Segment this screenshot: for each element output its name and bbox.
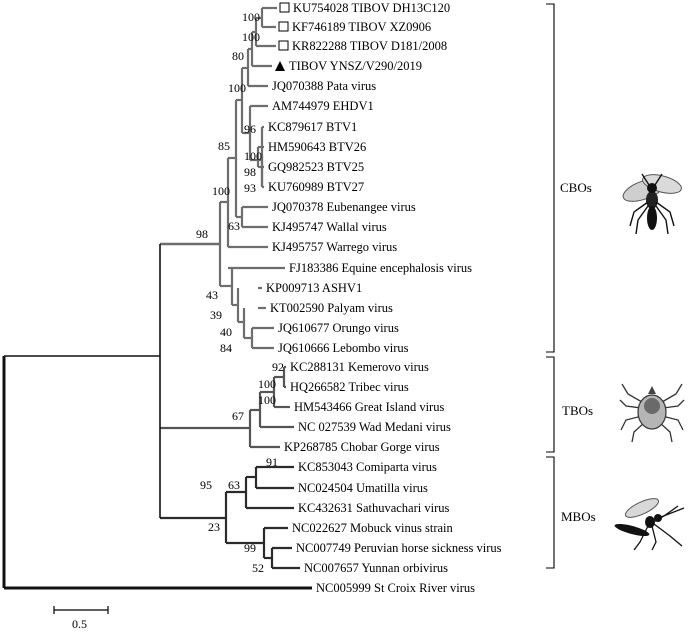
taxon-label: KC432631 Sathuvachari virus [298,501,450,515]
taxon-label: TIBOV YNSZ/V290/2019 [289,59,422,73]
midge-icon [622,173,682,235]
mbo-bracket [546,456,555,569]
bootstrap-value: 98 [244,165,256,179]
cbo-group-label: CBOs [560,180,592,195]
bootstrap-value: 95 [200,478,212,492]
taxon-label: HQ266582 Tribec virus [290,380,409,394]
bootstrap-value: 100 [258,393,276,407]
bootstrap-value: 100 [244,149,262,163]
taxon-label: JQ610677 Orungo virus [278,321,399,335]
bootstrap-value: 96 [244,122,256,136]
bootstrap-value: 84 [220,341,232,355]
taxon-label: KU754028 TIBOV DH13C120 [293,1,450,15]
taxon-label: NC 027539 Wad Medani virus [298,420,451,434]
bootstrap-value: 85 [218,139,230,153]
tick-icon [619,383,685,443]
taxon-label: JQ070388 Pata virus [272,79,376,93]
taxon-label: AM744979 EHDV1 [272,99,374,113]
mosquito-icon [614,498,685,551]
bootstrap-value: 92 [272,360,284,374]
bootstrap-value: 67 [232,409,244,423]
bootstrap-value: 100 [242,30,260,44]
taxon-label: NC005999 St Croix River virus [316,581,475,595]
taxon-label: NC024504 Umatilla virus [298,481,428,495]
taxon-label: KC879617 BTV1 [268,120,357,134]
taxon-label: KC853043 Comiparta virus [298,460,437,474]
bootstrap-value: 39 [210,308,222,322]
taxon-label: KJ495747 Wallal virus [272,220,387,234]
taxon-label: KF746189 TIBOV XZ0906 [292,20,431,34]
taxon-label: KR822288 TIBOV D181/2008 [292,39,447,53]
bootstrap-value: 52 [252,561,264,575]
bootstrap-value: 91 [266,455,278,469]
taxon-label: GQ982523 BTV25 [268,160,364,174]
cbo-bracket [546,3,555,353]
taxon-label: FJ183386 Equine encephalosis virus [289,261,472,275]
taxon-label: HM543466 Great Island virus [294,400,444,414]
bootstrap-value: 100 [228,81,246,95]
tbo-bracket [546,356,555,453]
taxon-label: JQ610666 Lebombo virus [278,341,409,355]
bootstrap-value: 98 [196,227,208,241]
taxon-label: KT002590 Palyam virus [270,301,393,315]
bootstrap-value: 99 [244,541,256,555]
bootstrap-value: 63 [228,219,240,233]
taxon-label: KJ495757 Warrego virus [272,240,397,254]
taxon-label: KP268785 Chobar Gorge virus [284,440,440,454]
mbo-group-label: MBOs [561,509,596,524]
bootstrap-value: 100 [242,10,260,24]
open-square-marker [279,2,290,13]
open-square-marker [278,21,289,32]
filled-triangle-marker [275,61,285,71]
bootstrap-value: 93 [244,181,256,195]
bootstrap-value: 43 [206,288,218,302]
tbo-group-label: TBOs [562,403,594,418]
bootstrap-value: 63 [228,478,240,492]
taxon-label: NC022627 Mobuck vinus strain [292,521,454,535]
taxon-label: KP009713 ASHV1 [266,281,362,295]
taxon-label: NC007657 Yunnan orbivirus [304,561,448,575]
open-square-marker [278,40,289,51]
bootstrap-value: 80 [232,49,244,63]
bootstrap-value: 100 [212,184,230,198]
taxon-label: HM590643 BTV26 [268,140,366,154]
bootstrap-value: 40 [220,325,232,339]
taxon-label: KC288131 Kemerovo virus [290,360,429,374]
taxon-label: NC007749 Peruvian horse sickness virus [296,541,502,555]
taxon-label: KU760989 BTV27 [268,180,364,194]
bootstrap-value: 100 [258,377,276,391]
taxon-label: JQ070378 Eubenangee virus [272,200,416,214]
scale-bar-label: 0.5 [72,617,87,631]
bootstrap-value: 23 [208,520,220,534]
